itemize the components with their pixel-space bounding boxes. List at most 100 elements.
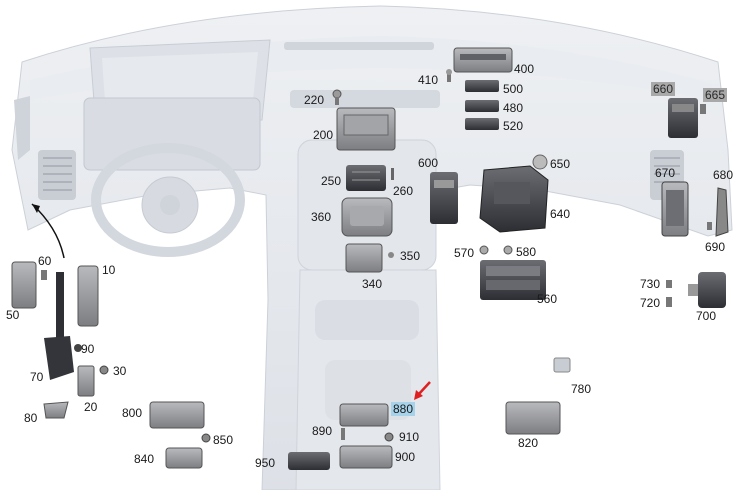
label-200: 200 — [313, 128, 334, 142]
left-edge — [14, 96, 30, 160]
part-670 — [661, 181, 689, 237]
label-60: 60 — [38, 254, 52, 268]
part-665 — [700, 104, 706, 114]
label-700: 700 — [696, 309, 717, 323]
label-680: 680 — [713, 168, 734, 182]
part-850 — [201, 433, 211, 443]
label-220: 220 — [304, 93, 325, 107]
label-80: 80 — [24, 411, 38, 425]
part-680 — [715, 187, 729, 237]
part-700 — [688, 272, 726, 308]
label-910: 910 — [399, 430, 420, 444]
part-880 — [339, 403, 389, 427]
label-670: 670 — [655, 166, 676, 180]
label-360: 360 — [311, 210, 332, 224]
part-350 — [388, 252, 394, 258]
label-520: 520 — [503, 119, 524, 133]
label-780: 780 — [571, 382, 592, 396]
part-250 — [346, 165, 386, 191]
red-arrowhead — [414, 390, 423, 400]
part-500 — [465, 80, 499, 92]
part-260 — [391, 168, 394, 180]
part-950 — [288, 452, 330, 470]
part-720 — [666, 297, 672, 307]
part-640 — [479, 165, 549, 233]
part-580 — [503, 245, 513, 255]
label-350: 350 — [400, 249, 421, 263]
label-880: 880 — [391, 402, 416, 416]
label-900: 900 — [395, 450, 416, 464]
label-720: 720 — [640, 296, 661, 310]
label-20: 20 — [84, 400, 98, 414]
part-570 — [479, 245, 489, 255]
label-600: 600 — [418, 156, 439, 170]
label-850: 850 — [213, 433, 234, 447]
part-20 — [77, 365, 95, 397]
label-580: 580 — [516, 245, 537, 259]
label-500: 500 — [503, 82, 524, 96]
label-570: 570 — [454, 246, 475, 260]
label-665: 665 — [703, 88, 728, 102]
label-650: 650 — [550, 157, 571, 171]
part-730 — [666, 280, 672, 288]
part-410 — [446, 69, 452, 82]
label-50: 50 — [6, 308, 20, 322]
label-410: 410 — [418, 73, 439, 87]
label-950: 950 — [255, 456, 276, 470]
red-arrow — [417, 381, 431, 396]
label-820: 820 — [518, 436, 539, 450]
part-200 — [336, 107, 396, 151]
part-220 — [332, 89, 342, 105]
part-360 — [341, 197, 393, 237]
label-890: 890 — [312, 424, 333, 438]
label-70: 70 — [30, 370, 44, 384]
label-340: 340 — [362, 277, 383, 291]
part-520 — [465, 118, 499, 130]
part-30 — [99, 365, 109, 375]
part-840 — [165, 447, 203, 469]
label-800: 800 — [122, 406, 143, 420]
left-vent — [38, 150, 76, 200]
label-90: 90 — [81, 342, 95, 356]
part-600 — [430, 172, 458, 224]
part-480 — [465, 100, 499, 112]
instrument-screen — [83, 97, 261, 171]
part-650 — [532, 154, 548, 170]
part-80 — [43, 401, 69, 419]
part-400 — [453, 47, 513, 73]
label-690: 690 — [705, 240, 726, 254]
part-90 — [74, 344, 82, 352]
label-660: 660 — [651, 82, 676, 96]
center-vent-strip — [290, 90, 440, 108]
label-640: 640 — [550, 207, 571, 221]
label-560: 560 — [537, 292, 558, 306]
part-340 — [345, 243, 383, 273]
part-50 — [11, 261, 37, 309]
part-690 — [707, 222, 712, 230]
label-840: 840 — [134, 452, 155, 466]
part-660 — [668, 98, 698, 138]
part-60 — [41, 270, 47, 280]
part-800 — [149, 401, 205, 429]
label-10: 10 — [102, 263, 116, 277]
label-400: 400 — [514, 62, 535, 76]
label-30: 30 — [113, 364, 127, 378]
label-260: 260 — [393, 184, 414, 198]
part-890 — [341, 428, 345, 440]
steering-wheel — [91, 143, 245, 257]
label-480: 480 — [503, 101, 524, 115]
pointer-arrowhead — [32, 204, 40, 213]
part-900 — [339, 445, 393, 469]
top-vent — [284, 42, 434, 50]
part-10 — [77, 265, 99, 327]
console-tray — [315, 300, 419, 340]
label-250: 250 — [321, 174, 342, 188]
part-560 — [480, 260, 546, 300]
part-780 — [553, 357, 571, 373]
label-730: 730 — [640, 277, 661, 291]
part-820 — [505, 401, 561, 435]
part-910 — [384, 432, 394, 442]
part-70 — [44, 272, 74, 380]
